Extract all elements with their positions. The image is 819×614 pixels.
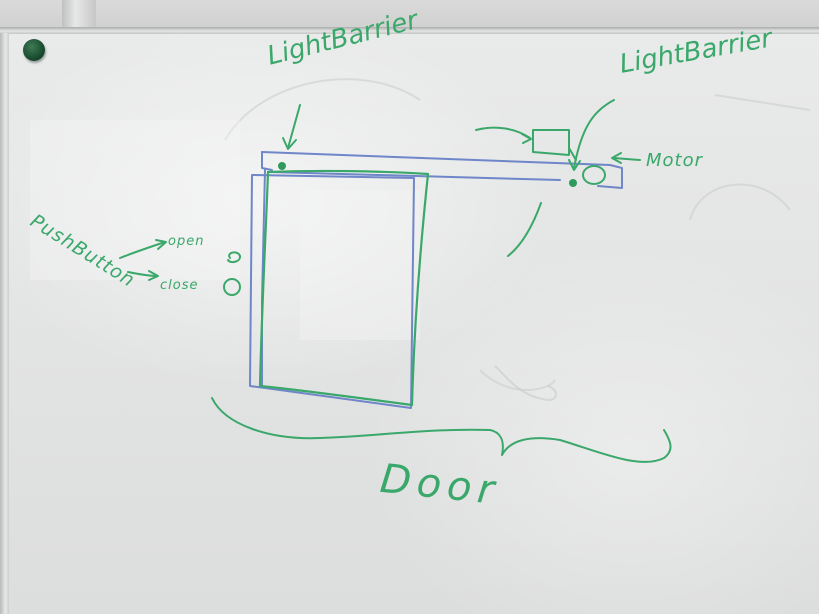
light-barrier-left-dot bbox=[278, 162, 286, 170]
magnet bbox=[23, 39, 45, 61]
whiteboard-frame-left bbox=[0, 33, 10, 614]
whiteboard-frame-top bbox=[0, 27, 819, 35]
door-panel bbox=[258, 169, 430, 407]
close-label: close bbox=[160, 278, 199, 293]
motor-label: Motor bbox=[646, 150, 704, 171]
blue-rail bbox=[249, 151, 623, 409]
background-wall bbox=[0, 0, 819, 30]
motor-symbol bbox=[582, 165, 606, 185]
light-barrier-right-dot bbox=[569, 179, 577, 187]
open-label: open bbox=[168, 234, 205, 249]
wall-post bbox=[62, 0, 96, 28]
